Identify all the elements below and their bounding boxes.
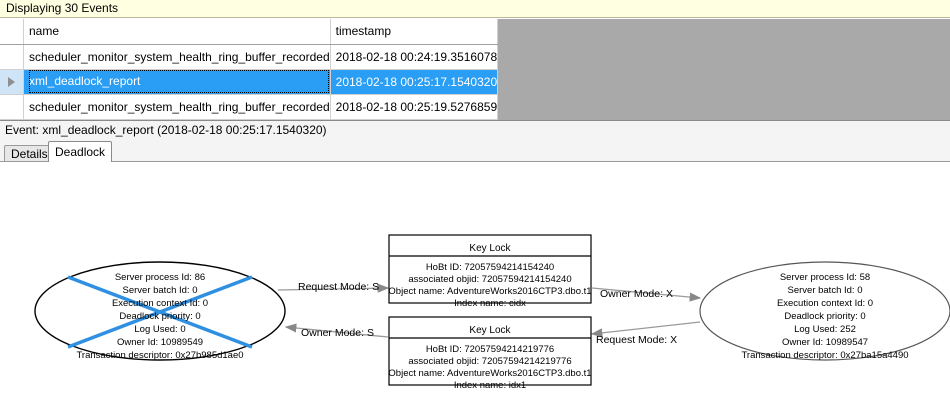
key-lock-top-title: Key Lock: [469, 243, 511, 254]
process-left-line-5: Owner Id: 10989549: [117, 337, 203, 348]
edge-left-owner: [284, 323, 389, 338]
row-name-value: scheduler_monitor_system_health_ring_buf…: [29, 49, 330, 64]
deadlock-graph-canvas[interactable]: Server process Id: 86 Server batch Id: 0…: [0, 161, 950, 400]
process-right-line-4: Log Used: 252: [794, 324, 856, 335]
row-timestamp-cell[interactable]: 2018-02-18 00:25:19.5276859: [330, 94, 499, 120]
process-right-line-2: Execution context Id: 0: [777, 298, 873, 309]
row-timestamp-value: 2018-02-18 00:25:19.5276859: [335, 99, 498, 114]
process-left-line-0: Server process Id: 86: [115, 272, 205, 283]
table-row-selected[interactable]: xml_deadlock_report 2018-02-18 00:25:17.…: [0, 69, 499, 95]
key-lock-bottom-line-0: HoBt ID: 72057594214219776: [426, 344, 554, 355]
key-lock-bottom-line-3: Index name: idx1: [454, 380, 526, 391]
edge-left-request: [277, 283, 390, 293]
process-right-line-5: Owner Id: 10989547: [782, 337, 868, 348]
key-lock-top-line-3: Index name: cidx: [454, 298, 526, 309]
column-header-name-label: name: [29, 24, 60, 39]
row-timestamp-cell[interactable]: 2018-02-18 00:25:17.1540320: [330, 69, 499, 95]
row-timestamp-value: 2018-02-18 00:24:19.3516078: [335, 49, 498, 64]
edge-right-request: [590, 321, 701, 338]
edge-label-right-owner: Owner Mode: X: [600, 288, 673, 300]
row-selector-cell-selected[interactable]: [0, 69, 24, 95]
column-header-timestamp[interactable]: timestamp: [330, 19, 499, 45]
edge-right-owner: [591, 287, 702, 302]
row-timestamp-cell[interactable]: 2018-02-18 00:24:19.3516078: [330, 44, 499, 70]
resource-node-key-lock-bottom[interactable]: Key Lock HoBt ID: 72057594214219776 asso…: [388, 316, 592, 391]
process-node-right[interactable]: Server process Id: 58 Server batch Id: 0…: [699, 261, 950, 361]
edge-label-left-owner: Owner Mode: S: [301, 327, 374, 339]
header-selector-cell: [0, 19, 24, 45]
row-selector-cell[interactable]: [0, 44, 24, 70]
key-lock-top-line-2: Object name: AdventureWorks2016CTP3.dbo.…: [388, 286, 591, 297]
column-header-name[interactable]: name: [23, 19, 331, 45]
row-name-value: scheduler_monitor_system_health_ring_buf…: [29, 99, 330, 114]
row-name-cell[interactable]: scheduler_monitor_system_health_ring_buf…: [23, 44, 331, 70]
row-timestamp-value: 2018-02-18 00:25:17.1540320: [335, 74, 498, 89]
row-selector-arrow-icon: [0, 70, 23, 94]
key-lock-top-line-1: associated objid: 72057594214154240: [408, 274, 571, 285]
key-lock-top-box[interactable]: [388, 234, 592, 304]
column-header-timestamp-label: timestamp: [335, 24, 391, 39]
row-selector-cell[interactable]: [0, 94, 24, 120]
key-lock-bottom-title: Key Lock: [469, 325, 511, 336]
events-table: name timestamp scheduler_monitor_system_…: [0, 19, 499, 120]
tab-deadlock[interactable]: Deadlock: [48, 141, 113, 162]
process-left-line-3: Deadlock priority: 0: [119, 311, 200, 322]
process-right-line-3: Deadlock priority: 0: [784, 311, 865, 322]
key-lock-bottom-line-2: Object name: AdventureWorks2016CTP3.dbo.…: [388, 368, 591, 379]
events-grid[interactable]: name timestamp scheduler_monitor_system_…: [0, 19, 950, 120]
process-left-line-6: Transaction descriptor: 0x27b985d1ae0: [76, 350, 243, 361]
row-name-cell[interactable]: scheduler_monitor_system_health_ring_buf…: [23, 94, 331, 120]
process-left-line-2: Execution context Id: 0: [112, 298, 208, 309]
process-left-line-4: Log Used: 0: [134, 324, 185, 335]
event-detail-header: Event: xml_deadlock_report (2018-02-18 0…: [0, 120, 950, 140]
key-lock-top-line-0: HoBt ID: 72057594214154240: [426, 262, 554, 273]
table-row[interactable]: scheduler_monitor_system_health_ring_buf…: [0, 44, 499, 70]
events-count-banner: Displaying 30 Events: [0, 0, 950, 18]
process-ellipse-right[interactable]: [699, 261, 950, 361]
process-right-line-1: Server batch Id: 0: [788, 285, 863, 296]
process-left-line-1: Server batch Id: 0: [123, 285, 198, 296]
edge-label-left-request: Request Mode: S: [298, 281, 379, 293]
process-right-line-6: Transaction descriptor: 0x27ba15a4490: [741, 350, 908, 361]
row-name-cell[interactable]: xml_deadlock_report: [23, 69, 331, 95]
victim-cross-line-2: [67, 275, 253, 349]
edge-label-right-request: Request Mode: X: [596, 334, 677, 346]
resource-node-key-lock-top[interactable]: Key Lock HoBt ID: 72057594214154240 asso…: [388, 234, 592, 309]
key-lock-bottom-box[interactable]: [388, 316, 592, 386]
table-header-row: name timestamp: [0, 19, 499, 45]
detail-tabstrip: Details Deadlock: [0, 140, 950, 162]
process-node-left[interactable]: Server process Id: 86 Server batch Id: 0…: [34, 261, 286, 361]
process-right-line-0: Server process Id: 58: [780, 272, 870, 283]
key-lock-bottom-line-1: associated objid: 72057594214219776: [408, 356, 571, 367]
table-row[interactable]: scheduler_monitor_system_health_ring_buf…: [0, 94, 499, 120]
row-name-value: xml_deadlock_report: [29, 70, 329, 93]
